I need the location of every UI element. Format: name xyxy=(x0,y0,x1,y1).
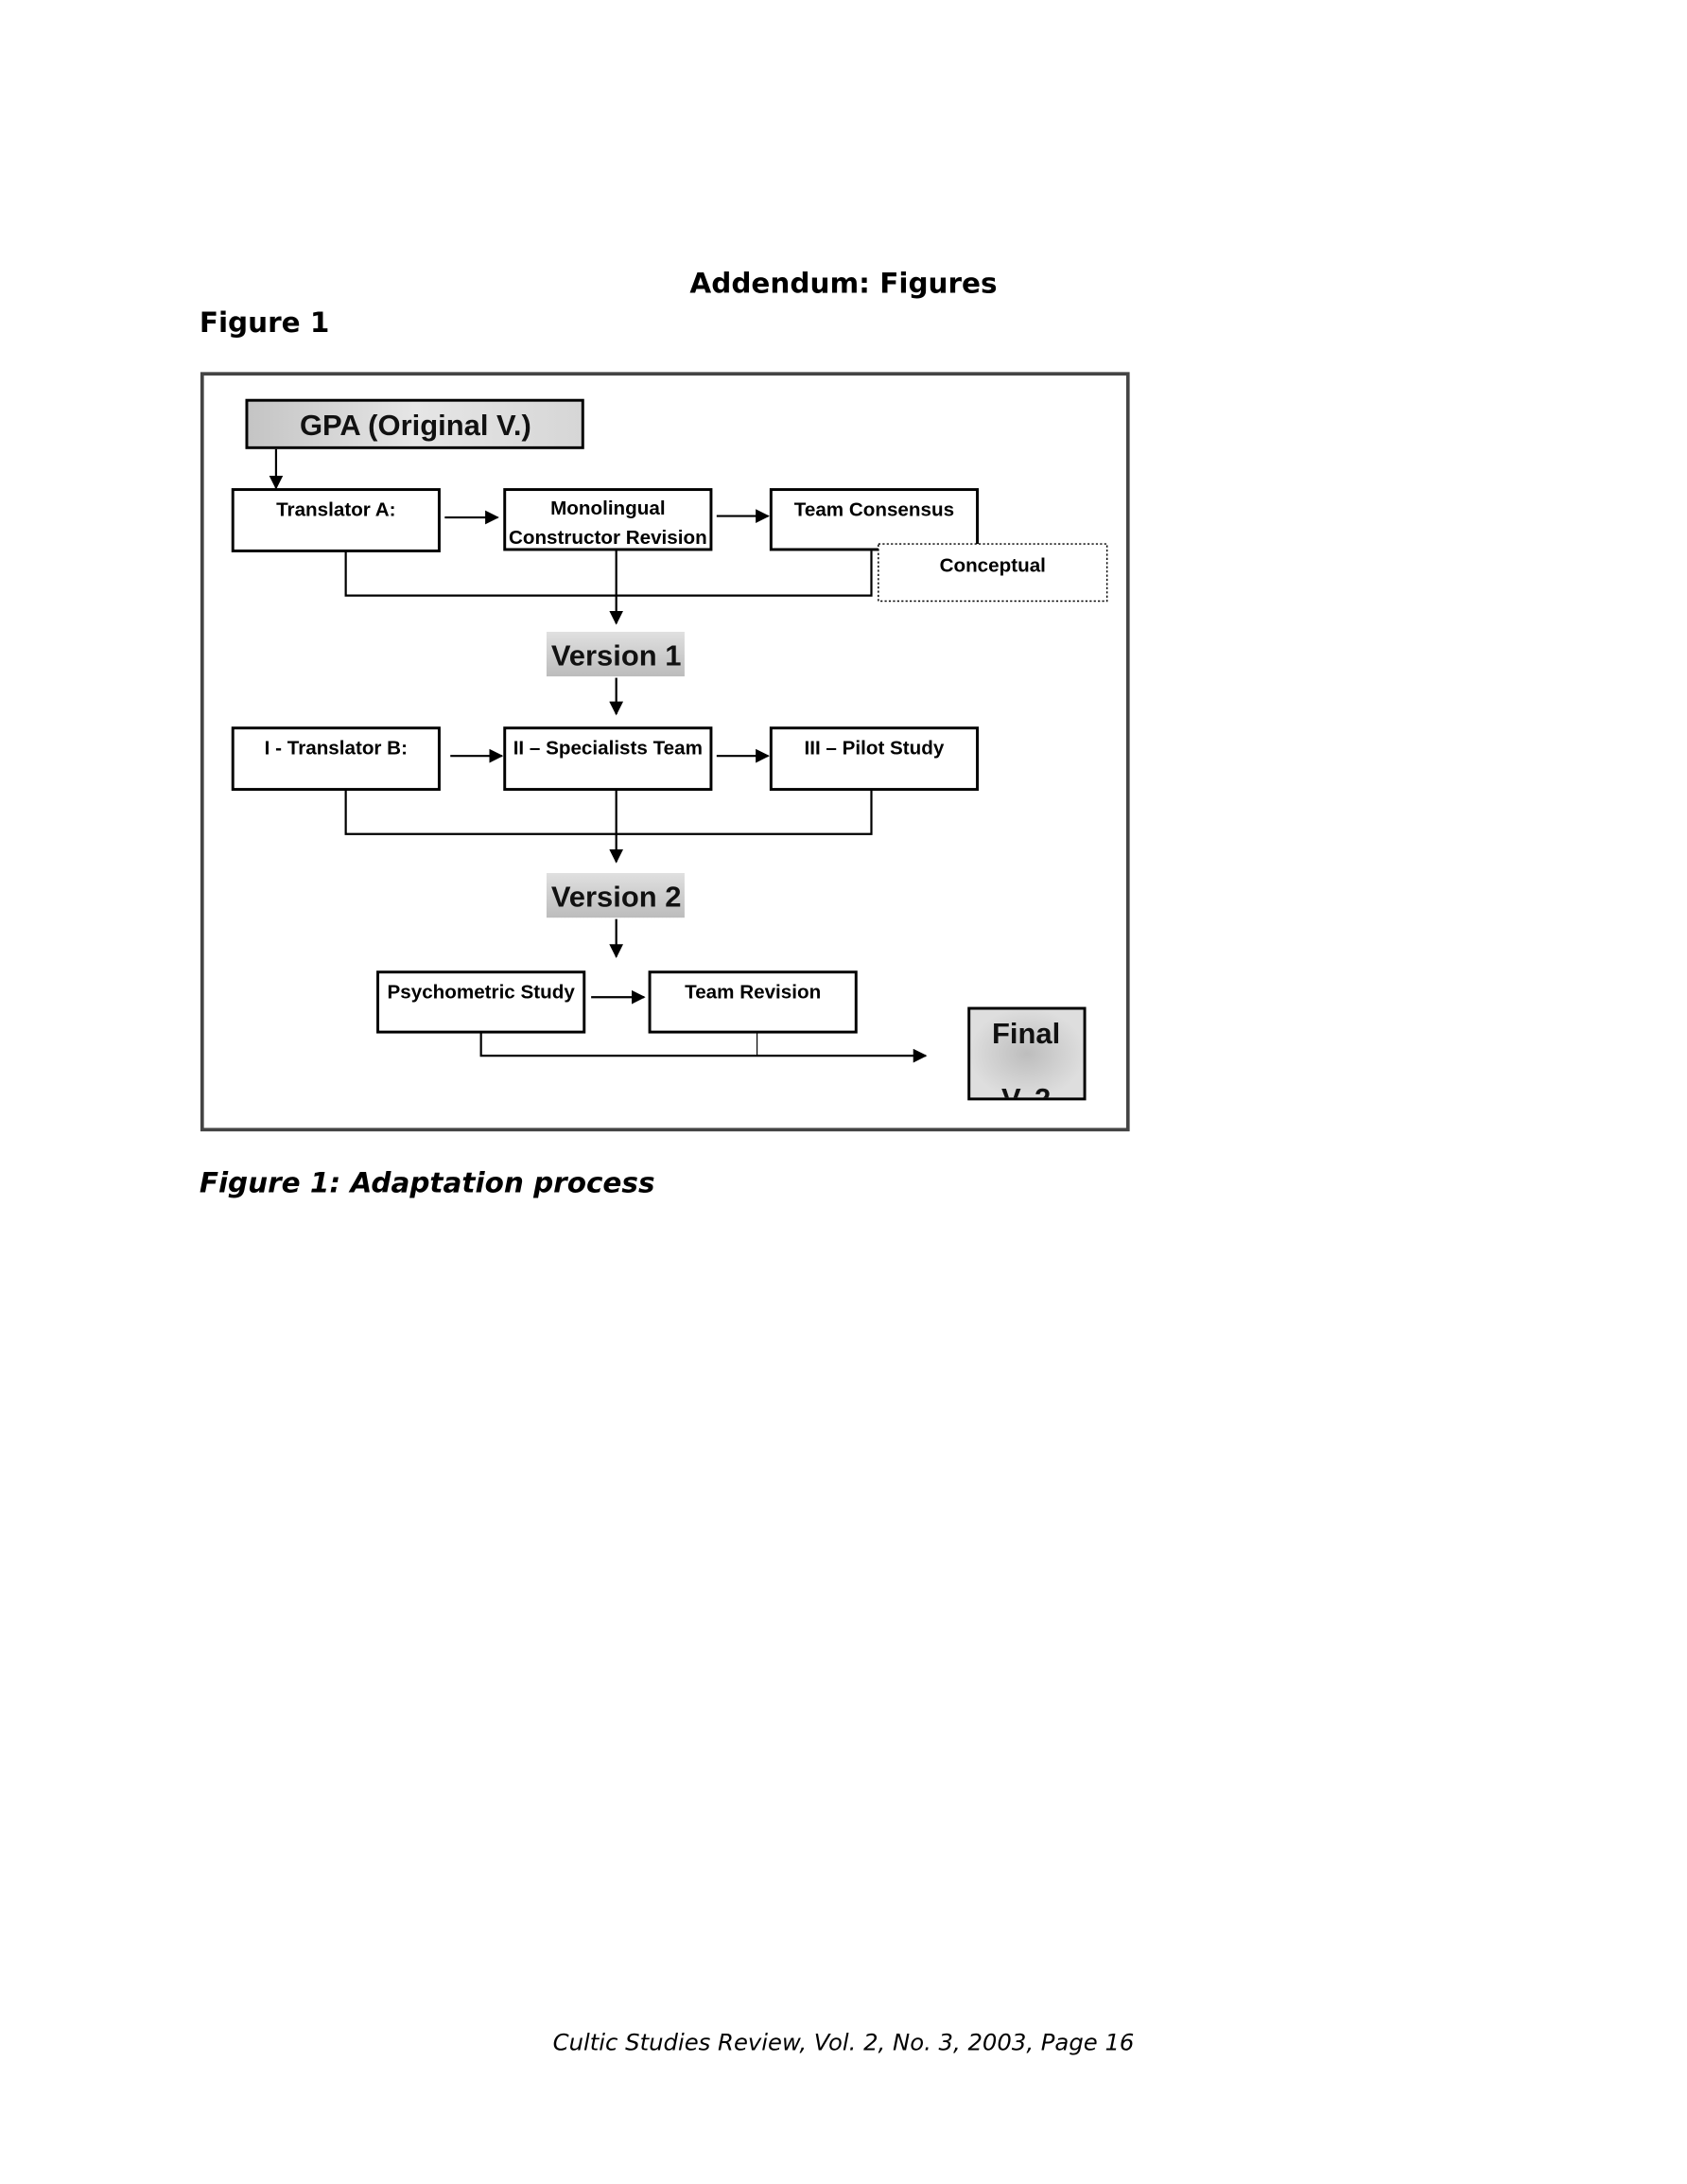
psychometric-study-label: Psychometric Study xyxy=(388,982,576,1004)
specialists-team-label: II – Specialists Team xyxy=(513,738,703,760)
translator-b-box xyxy=(231,726,441,792)
version-2-label: Version 2 xyxy=(551,880,682,913)
team-consensus-box xyxy=(769,488,980,551)
arrow-to-final xyxy=(479,1032,928,1063)
final-version-label: V. 2 xyxy=(1001,1082,1051,1115)
translator-b-label: I - Translator B: xyxy=(265,738,408,760)
adaptation-flowchart: GPA (Original V.) Translator A: Monoling… xyxy=(200,372,1130,1132)
page-footer: Cultic Studies Review, Vol. 2, No. 3, 20… xyxy=(553,2028,1135,2055)
pilot-study-box xyxy=(769,726,980,792)
version-1-box xyxy=(546,631,685,677)
pilot-study-label: III – Pilot Study xyxy=(805,738,945,760)
connector xyxy=(344,550,873,597)
conceptual-box xyxy=(878,543,1108,603)
figure-caption: Figure 1: Adaptation process xyxy=(200,1167,655,1199)
team-revision-box xyxy=(648,970,858,1034)
figure-label: Figure 1 xyxy=(200,306,330,339)
monolingual-revision-box xyxy=(503,488,713,551)
version-2-box xyxy=(546,873,685,918)
original-version-box xyxy=(245,398,584,449)
version-1-label: Version 1 xyxy=(551,638,682,672)
team-consensus-label: Team Consensus xyxy=(794,499,954,521)
monolingual-label: Monolingual xyxy=(550,498,665,519)
connector xyxy=(344,789,873,835)
translator-a-label: Translator A: xyxy=(276,499,395,521)
team-revision-label: Team Revision xyxy=(685,982,821,1004)
final-label: Final xyxy=(992,1017,1060,1050)
specialists-team-box xyxy=(503,726,713,792)
original-version-label: GPA (Original V.) xyxy=(300,409,531,442)
page-heading: Addendum: Figures xyxy=(689,268,997,300)
constructor-revision-label: Constructor Revision xyxy=(509,527,707,549)
final-version-box xyxy=(967,1006,1087,1101)
translator-a-box xyxy=(231,488,441,552)
conceptual-label: Conceptual xyxy=(940,555,1046,577)
